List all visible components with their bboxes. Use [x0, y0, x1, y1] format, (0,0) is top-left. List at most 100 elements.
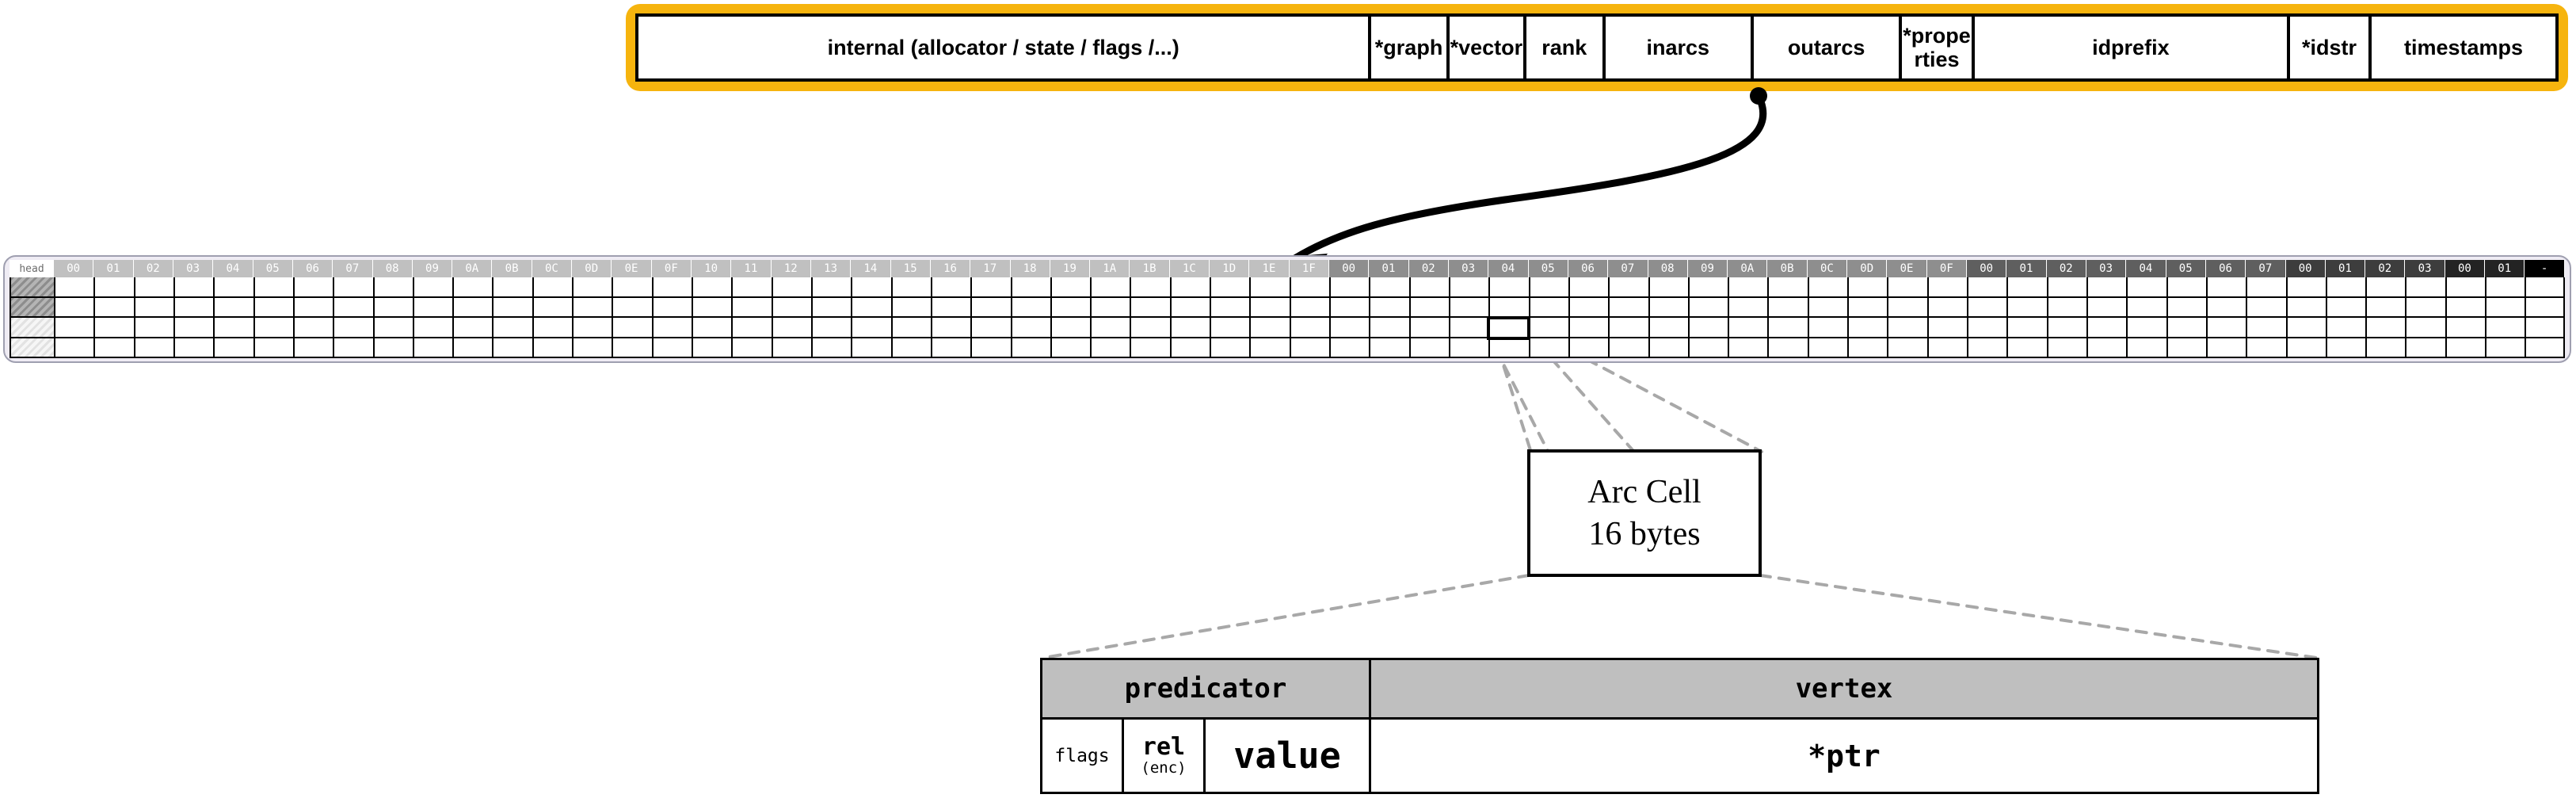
memory-byte-column: 04 — [213, 260, 253, 358]
memory-byte-cell — [851, 277, 891, 298]
memory-byte-column: 09 — [412, 260, 453, 358]
memory-byte-cell — [133, 338, 173, 358]
memory-byte-offset-label: 13 — [810, 260, 852, 277]
memory-byte-column: 00 — [1967, 260, 2007, 358]
memory-byte-cell — [970, 277, 1011, 298]
memory-byte-cell — [851, 297, 891, 318]
memory-byte-offset-label: 08 — [372, 260, 413, 277]
memory-byte-cell — [1130, 277, 1170, 298]
memory-byte-offset-label: 01 — [2006, 260, 2047, 277]
memory-byte-cell — [1249, 297, 1290, 318]
memory-byte-offset-label: 01 — [2485, 260, 2525, 277]
memory-byte-cell — [970, 297, 1011, 318]
memory-byte-cell — [2525, 297, 2565, 318]
memory-byte-cell — [2525, 338, 2565, 358]
memory-byte-cell — [1408, 318, 1449, 338]
arc-cell-title: Arc Cell — [1587, 474, 1701, 510]
memory-byte-cell — [93, 297, 134, 318]
memory-byte-column: 19 — [1050, 260, 1091, 358]
memory-byte-cell — [2086, 277, 2127, 298]
cell-rel: rel (enc) — [1124, 720, 1206, 792]
memory-byte-cell — [1608, 277, 1648, 298]
memory-byte-offset-label: 06 — [292, 260, 333, 277]
memory-byte-cell — [2405, 318, 2445, 338]
memory-byte-offset-label: 1A — [1090, 260, 1130, 277]
memory-byte-column: 1F — [1289, 260, 1329, 358]
callout-to-table-leaders — [1042, 574, 2318, 659]
memory-byte-cell — [2006, 318, 2047, 338]
memory-byte-offset-label: 05 — [253, 260, 293, 277]
memory-byte-cell — [1648, 338, 1688, 358]
memory-byte-cell — [292, 338, 333, 358]
memory-byte-offset-label: 01 — [2325, 260, 2366, 277]
memory-byte-offset-label: 00 — [1967, 260, 2007, 277]
memory-byte-cell — [2086, 338, 2127, 358]
memory-byte-cell — [731, 338, 772, 358]
memory-byte-offset-label: 0C — [1807, 260, 1848, 277]
memory-byte-cell — [1169, 318, 1210, 338]
memory-byte-column: 11 — [731, 260, 772, 358]
memory-byte-offset-label: 09 — [412, 260, 453, 277]
memory-byte-cell — [651, 277, 692, 298]
memory-byte-offset-label: 10 — [692, 260, 732, 277]
memory-byte-cell — [1528, 318, 1568, 338]
memory-byte-offset-label: 1B — [1130, 260, 1170, 277]
memory-byte-cell — [1807, 338, 1848, 358]
memory-byte-cell — [1249, 338, 1290, 358]
memory-byte-cell — [890, 277, 931, 298]
memory-byte-cell — [452, 297, 493, 318]
memory-byte-cell — [1967, 318, 2007, 338]
memory-byte-cell — [2166, 277, 2206, 298]
memory-byte-cell — [2046, 318, 2086, 338]
memory-byte-offset-label: 02 — [2046, 260, 2086, 277]
memory-byte-cell — [1448, 338, 1489, 358]
memory-byte-cell — [2365, 277, 2406, 298]
memory-byte-cell — [2205, 318, 2246, 338]
memory-byte-cell — [851, 338, 891, 358]
memory-byte-offset-label: 01 — [1369, 260, 1409, 277]
memory-byte-cell — [771, 318, 811, 338]
detail-table-header-row: predicator vertex — [1042, 660, 2317, 717]
memory-byte-cell — [372, 318, 413, 338]
memory-byte-offset-label: 04 — [1488, 260, 1529, 277]
memory-byte-cell — [2126, 297, 2166, 318]
memory-byte-cell — [890, 297, 931, 318]
memory-byte-column: 15 — [890, 260, 931, 358]
memory-byte-cell — [2205, 277, 2246, 298]
memory-byte-column: 00 — [2285, 260, 2326, 358]
memory-byte-offset-label: 03 — [2405, 260, 2445, 277]
memory-byte-cell — [1090, 297, 1130, 318]
memory-byte-cell — [292, 297, 333, 318]
cell-flags: flags — [1042, 720, 1124, 792]
memory-byte-cell — [253, 338, 293, 358]
memory-byte-cell — [2246, 338, 2286, 358]
memory-byte-cell — [1130, 338, 1170, 358]
memory-byte-column: - — [2525, 260, 2565, 358]
memory-byte-cell — [2205, 297, 2246, 318]
memory-byte-cell — [930, 318, 971, 338]
arc-cell-detail-table: predicator vertex flags rel (enc) value … — [1040, 658, 2319, 794]
memory-byte-cell — [1847, 277, 1888, 298]
memory-byte-cell — [1967, 277, 2007, 298]
memory-byte-cell — [2246, 318, 2286, 338]
memory-byte-cell — [1568, 338, 1609, 358]
memory-byte-cell — [1807, 277, 1848, 298]
struct-field-inarcs: inarcs — [1606, 17, 1754, 78]
memory-byte-cell — [2325, 338, 2366, 358]
memory-byte-cell — [253, 297, 293, 318]
memory-byte-cell — [1926, 297, 1967, 318]
memory-byte-cell — [2006, 277, 2047, 298]
memory-byte-cell — [2405, 297, 2445, 318]
memory-byte-cell — [1329, 338, 1370, 358]
highlighted-arc-cell[interactable] — [1487, 316, 1530, 340]
memory-byte-cell — [492, 338, 532, 358]
memory-byte-cell — [810, 318, 852, 338]
memory-byte-cell — [731, 297, 772, 318]
memory-byte-cell — [2445, 338, 2486, 358]
memory-byte-cell — [93, 338, 134, 358]
memory-byte-cell — [2485, 338, 2525, 358]
memory-byte-cell — [1369, 297, 1409, 318]
memory-byte-cell — [532, 277, 573, 298]
memory-byte-offset-label: 0F — [651, 260, 692, 277]
